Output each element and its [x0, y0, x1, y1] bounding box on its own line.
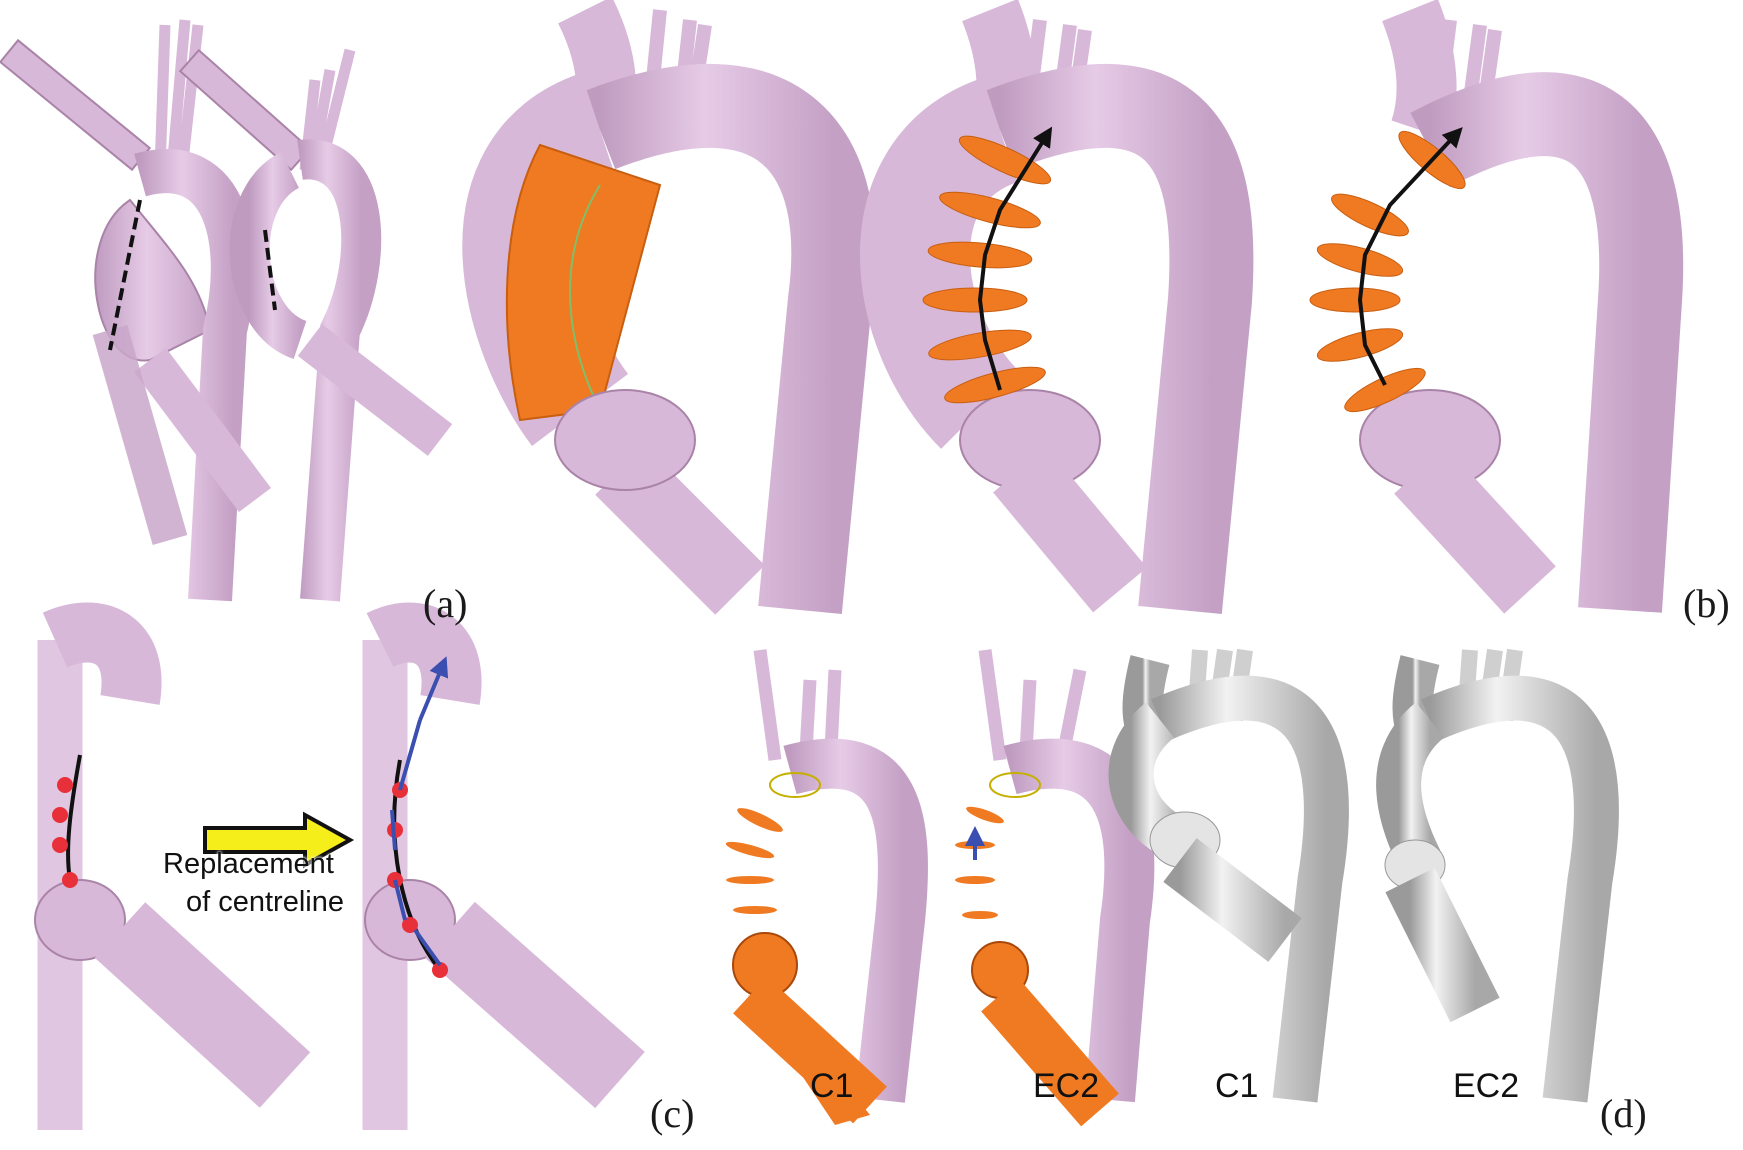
annotation-replacement: Replacement [163, 848, 334, 880]
panel-label-d: (d) [1600, 1091, 1647, 1136]
annotation-of-centreline: of centreline [186, 886, 344, 918]
replacement-arrow-icon [203, 811, 355, 869]
panel-d-ec2-smooth-model [1376, 648, 1619, 1103]
model-label-ec2-smooth: EC2 [1453, 1067, 1520, 1105]
panel-c-replaced-centreline [362, 602, 645, 1130]
panel-d-c1-smooth-model [1108, 648, 1349, 1103]
panel-a-aorta-model-1 [0, 19, 271, 602]
panel-b-model-selection [462, 0, 876, 615]
model-label-ec2-mesh: EC2 [1033, 1067, 1100, 1105]
panel-label-a: (a) [423, 581, 468, 626]
panel-c-original-centreline [34, 602, 311, 1130]
panel-b-discs-only [1309, 0, 1684, 614]
panel-label-c: (c) [650, 1091, 695, 1136]
panel-d-c1-mesh-model [725, 649, 928, 1125]
model-label-c1-smooth: C1 [1215, 1067, 1259, 1105]
panel-label-b: (b) [1683, 581, 1730, 626]
panel-a-aorta-model-2 [178, 48, 453, 602]
panel-b-model-discs-on-mesh [860, 0, 1254, 615]
panel-d-ec2-mesh-model [955, 649, 1155, 1127]
model-label-c1-mesh: C1 [810, 1067, 854, 1105]
